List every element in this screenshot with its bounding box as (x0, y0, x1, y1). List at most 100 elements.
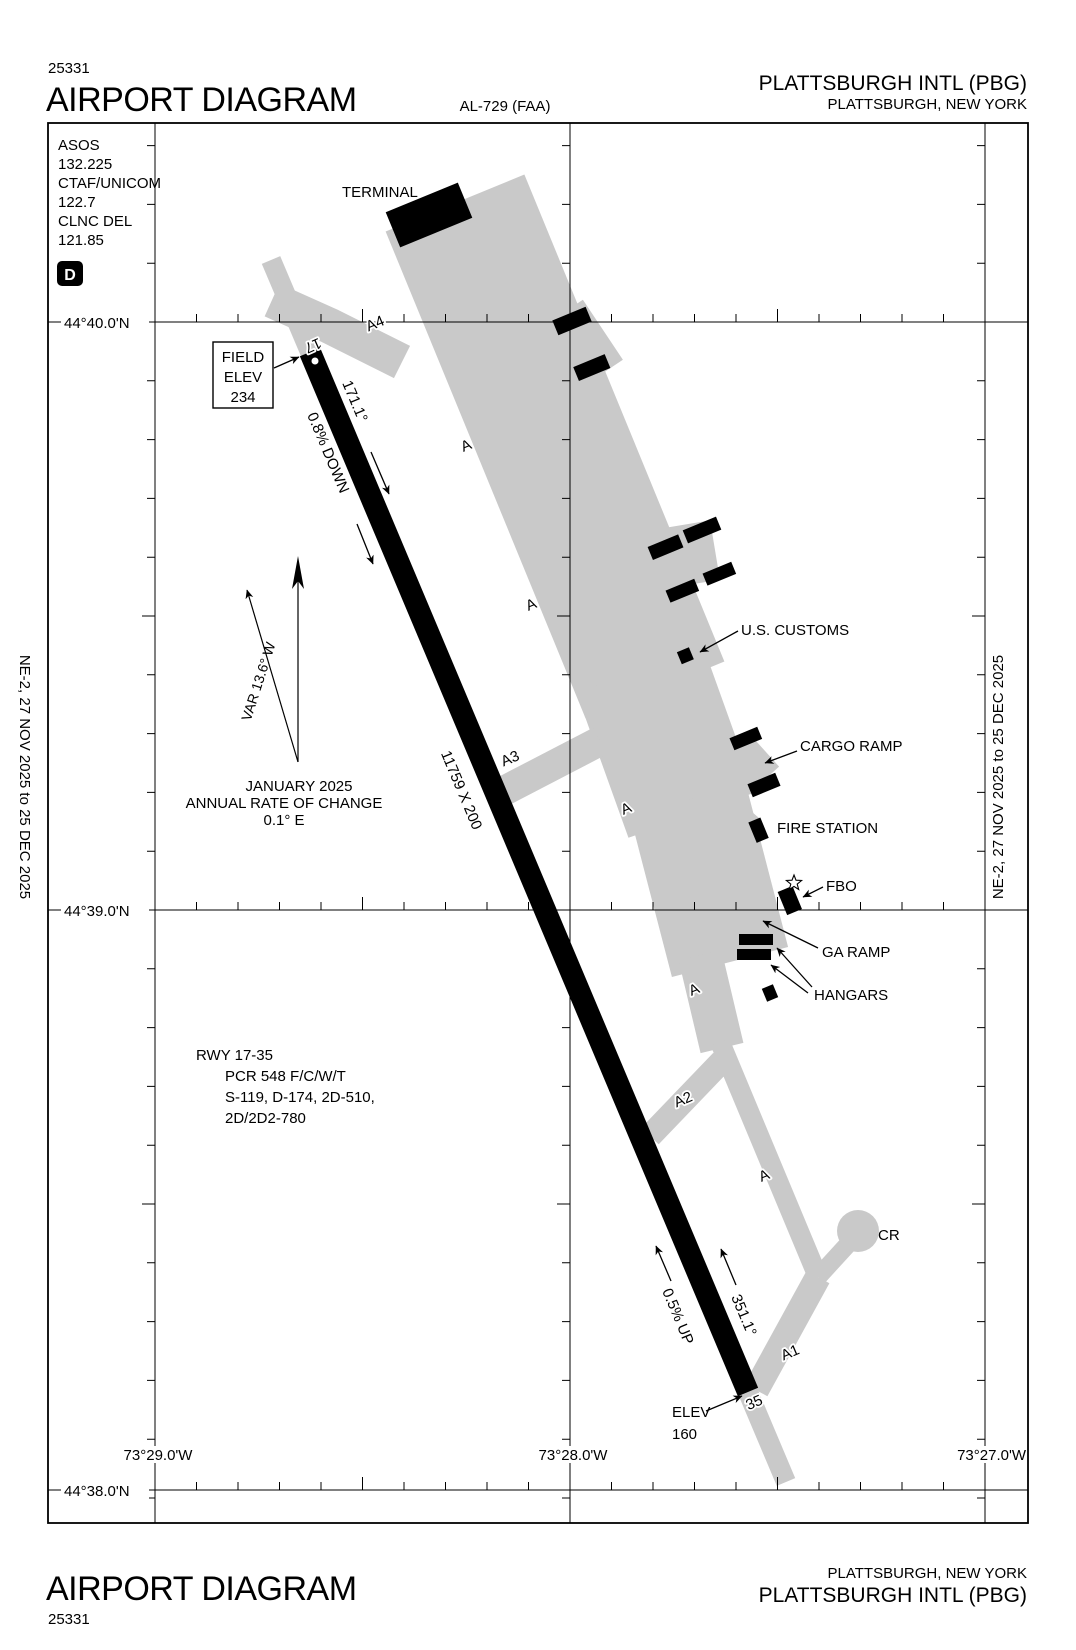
fire-station-building (748, 817, 769, 843)
rwy-info-l1: RWY 17-35 (196, 1047, 273, 1064)
chart-code: 25331 (48, 60, 90, 77)
field-elev-l2: ELEV (224, 369, 262, 386)
comm-frequencies: ASOS 132.225 CTAF/UNICOM 122.7 CLNC DEL … (57, 137, 161, 286)
cargo-building (747, 772, 781, 798)
building (665, 578, 700, 603)
compass-rose-label: CR (878, 1227, 900, 1244)
compass-rose-stub (811, 1235, 857, 1284)
magnetic-north-arrow (245, 589, 299, 763)
lat-label-4440: 44°40.0'N (64, 315, 130, 332)
north-indicator: VAR 13.6° W (238, 556, 304, 763)
fbo-label: FBO (826, 878, 857, 895)
mag-roc: ANNUAL RATE OF CHANGE (186, 795, 383, 812)
page-title: AIRPORT DIAGRAM (46, 81, 357, 119)
cargo-building (729, 726, 763, 751)
deice-pads (650, 520, 720, 590)
fbo-building (777, 885, 802, 916)
map-border (47, 122, 1029, 1524)
elev-35-label: ELEV (672, 1404, 710, 1421)
hangar-building (739, 934, 773, 945)
mid-apron (576, 647, 756, 838)
elev-35-value: 160 (672, 1426, 697, 1443)
building (573, 354, 611, 381)
asos-freq: 132.225 (58, 156, 112, 173)
terminal-apron (385, 174, 725, 719)
hangars-label: HANGARS (814, 987, 888, 1004)
lat-label-4439: 44°39.0'N (64, 903, 130, 920)
lat-label-4438: 44°38.0'N (64, 1483, 130, 1500)
edition-banner-left: NE-2, 27 NOV 2025 to 25 DEC 2025 (16, 655, 33, 899)
footer-airport-name: PLATTSBURGH INTL (PBG) (759, 1584, 1027, 1607)
lon-label-7328: 73°28.0'W (539, 1447, 609, 1464)
taxiway-a2-pavement (641, 1052, 731, 1145)
pavement (261, 174, 879, 1486)
rwy-info-l2: PCR 548 F/C/W/T (225, 1068, 346, 1085)
magnetic-info: JANUARY 2025 ANNUAL RATE OF CHANGE 0.1° … (186, 778, 383, 829)
hangar-building (737, 949, 771, 960)
hangars-arrow-2 (770, 964, 809, 994)
facility-labels: TERMINAL U.S. CUSTOMS CARGO RAMP FIRE ST… (342, 184, 903, 1244)
true-north-arrowhead (292, 556, 304, 589)
clnc-label: CLNC DEL (58, 213, 132, 230)
building (761, 984, 779, 1002)
edition-banner-right: NE-2, 27 NOV 2025 to 25 DEC 2025 (990, 655, 1007, 899)
apron-neck (678, 949, 744, 1054)
building (682, 516, 722, 544)
field-elev-dot (311, 357, 319, 365)
fbo-star-icon (784, 873, 804, 891)
header: 25331 AIRPORT DIAGRAM AL-729 (FAA) PLATT… (46, 60, 1027, 119)
customs-building (676, 647, 694, 665)
lon-label-7327: 73°27.0'W (957, 1447, 1027, 1464)
blastpad-35 (738, 1388, 796, 1486)
al-reference: AL-729 (FAA) (460, 98, 551, 115)
hangars-arrow-1 (776, 947, 813, 988)
taxiway-a4 (264, 283, 411, 379)
airport-city: PLATTSBURGH, NEW YORK (828, 96, 1027, 113)
heading-35-arrow (720, 1248, 737, 1286)
slope-17-arrow (356, 523, 374, 565)
latitude-ticks (142, 145, 985, 1499)
footer-chart-code: 25331 (48, 1611, 90, 1628)
buildings (385, 182, 802, 1002)
footer-city: PLATTSBURGH, NEW YORK (828, 1565, 1027, 1582)
atis-d-symbol (57, 261, 83, 286)
terminal-label: TERMINAL (342, 184, 418, 201)
runway-slope-35: 0.5% UP (658, 1286, 697, 1347)
field-elev-arrow (273, 356, 300, 369)
clnc-freq: 121.85 (58, 232, 104, 249)
building (647, 534, 684, 560)
lon-label-7329: 73°29.0'W (124, 1447, 194, 1464)
ctaf-freq: 122.7 (58, 194, 96, 211)
ctaf-label: CTAF/UNICOM (58, 175, 161, 192)
elev-35-arrow (705, 1395, 743, 1412)
slope-35-arrow (655, 1245, 672, 1282)
field-elev-value: 234 (230, 389, 255, 406)
ga-ramp-arrow (762, 920, 819, 949)
cargo-ramp-label: CARGO RAMP (800, 738, 903, 755)
terminal-building (385, 182, 473, 248)
rwy-info-l4: 2D/2D2-780 (225, 1110, 306, 1127)
runway-info-block: RWY 17-35 PCR 548 F/C/W/T S-119, D-174, … (196, 1047, 375, 1127)
fire-station-label: FIRE STATION (777, 820, 878, 837)
compass-rose-pad (837, 1210, 879, 1252)
field-elev-l1: FIELD (222, 349, 265, 366)
taxiway-a1-pavement (744, 1270, 830, 1397)
airport-name: PLATTSBURGH INTL (PBG) (759, 72, 1027, 95)
mag-rate: 0.1° E (263, 812, 304, 829)
atis-d-letter: D (64, 267, 76, 284)
grid-lines (48, 123, 1028, 1523)
customs-arrow (699, 630, 739, 653)
variation-label: VAR 13.6° W (238, 639, 279, 722)
fbo-arrow (802, 886, 824, 898)
taxiway-a (710, 1038, 828, 1281)
runway-17-35 (299, 347, 759, 1397)
field-elev-box: FIELD ELEV 234 (212, 341, 300, 409)
building (702, 561, 737, 586)
asos-label: ASOS (58, 137, 100, 154)
ga-ramp-label: GA RAMP (822, 944, 890, 961)
cargo-pad (717, 736, 780, 798)
coordinate-labels: 44°40.0'N 44°39.0'N 44°38.0'N 73°29.0'W … (61, 314, 1028, 1500)
customs-label: U.S. CUSTOMS (741, 622, 849, 639)
footer-title: AIRPORT DIAGRAM (46, 1570, 357, 1608)
